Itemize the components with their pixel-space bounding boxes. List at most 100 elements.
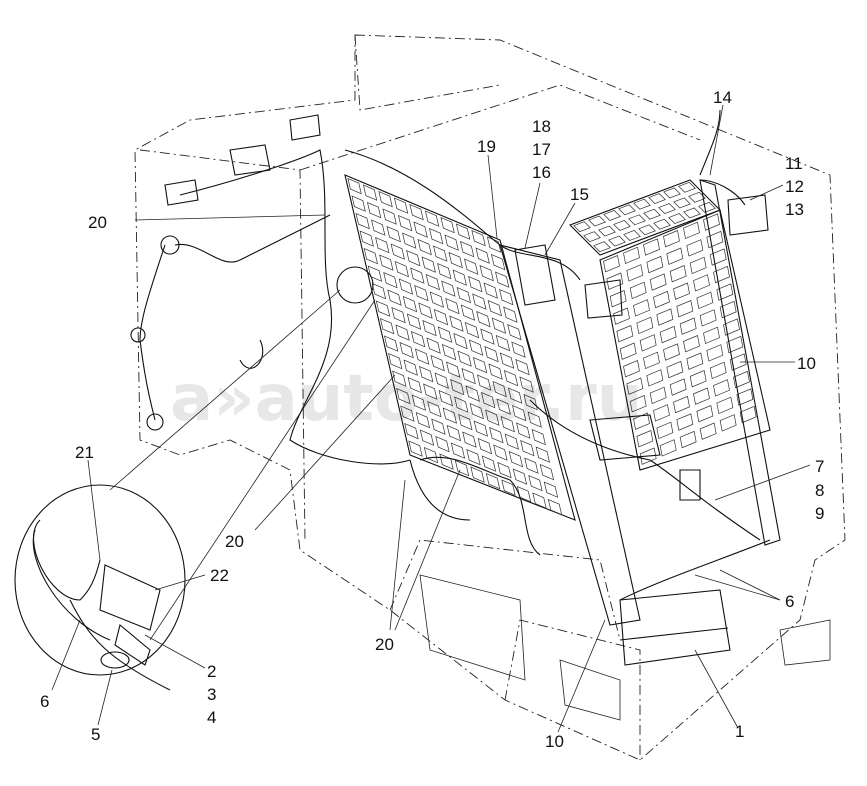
grid-cell — [481, 392, 496, 409]
grid-cell — [488, 363, 503, 380]
grid-cell — [609, 290, 627, 308]
grid-cell — [623, 246, 640, 265]
grid-cell — [383, 272, 398, 289]
grid-cell — [678, 181, 696, 193]
grid-cell — [450, 379, 465, 396]
grid-cell — [438, 390, 453, 407]
grid-cell — [407, 377, 422, 394]
grid-cell — [408, 440, 423, 457]
grid-cell — [633, 412, 650, 430]
grid-cell — [402, 296, 418, 313]
grid-cell — [414, 285, 429, 302]
grid-cell — [437, 263, 452, 280]
grid-cell — [495, 335, 511, 352]
grid-cell — [516, 422, 531, 439]
grid-cell — [384, 335, 399, 352]
grid-cell — [520, 440, 535, 457]
callout-20-top: 20 — [88, 213, 107, 232]
grid-cell — [629, 395, 647, 413]
grid-cell — [613, 220, 631, 231]
grid-cell — [487, 300, 502, 317]
grid-cell — [628, 214, 646, 226]
callout-21: 21 — [75, 443, 94, 462]
grid-cell — [613, 307, 630, 325]
grid-cell — [493, 444, 508, 461]
grid-cell — [422, 320, 437, 337]
grid-cell — [606, 272, 624, 290]
grid-cell — [649, 273, 667, 291]
grid-cell — [402, 232, 417, 249]
grid-cell — [387, 289, 402, 306]
grid-cell — [476, 311, 491, 328]
detail-inset — [14, 289, 376, 691]
grid-cell — [382, 208, 397, 225]
grid-cell — [523, 394, 538, 411]
grid-cell — [643, 238, 660, 256]
callout-15: 15 — [570, 185, 589, 204]
grid-cell — [686, 352, 704, 370]
grid-cell — [398, 215, 413, 232]
grid-cell — [496, 398, 511, 415]
grid-cell — [413, 221, 428, 238]
grid-cell — [501, 479, 516, 496]
grid-cell — [429, 228, 444, 245]
grid-cell — [636, 430, 654, 448]
grid-cell — [713, 379, 730, 397]
grid-cell — [406, 313, 422, 330]
wiring-harness — [139, 109, 771, 601]
grid-cell — [386, 226, 401, 243]
grid-cell — [643, 208, 661, 220]
grid-cell — [638, 224, 656, 236]
grid-cell — [367, 202, 382, 219]
grid-cell — [653, 404, 670, 422]
callout-20-bottom: 20 — [375, 635, 394, 654]
grid-cell — [429, 291, 445, 308]
grid-cell — [663, 343, 680, 361]
grid-cell — [460, 304, 476, 321]
grid-cell — [457, 350, 472, 367]
grid-cell — [465, 385, 480, 402]
grid-cell — [433, 309, 449, 326]
grid-cell — [547, 499, 563, 516]
grid-cell — [379, 254, 394, 271]
grid-cell — [539, 464, 555, 481]
grid-cell — [458, 414, 473, 431]
grid-cell — [497, 462, 512, 479]
fuse-panel — [589, 414, 661, 461]
grid-cell — [688, 191, 706, 203]
grid-cell — [709, 361, 727, 380]
grid-cell — [477, 438, 493, 455]
grid-cell — [519, 376, 534, 393]
grid-cell — [733, 370, 750, 389]
grid-cell — [485, 409, 500, 426]
grid-cell — [663, 187, 681, 199]
grid-cell — [666, 247, 684, 265]
grid-cell — [347, 178, 362, 195]
grid-cell — [411, 394, 426, 411]
callout-9: 9 — [815, 504, 824, 523]
grid-cell — [729, 353, 747, 371]
grid-cell — [378, 191, 393, 208]
grid-cell — [693, 387, 710, 405]
grid-cell — [648, 193, 666, 204]
work-lamp — [584, 279, 623, 319]
grid-cell — [435, 436, 450, 453]
callout-20-mid: 20 — [225, 532, 244, 551]
grid-cell — [629, 281, 647, 300]
grid-cell — [504, 433, 519, 450]
grid-cell — [410, 267, 425, 284]
callout-18: 18 — [532, 117, 551, 136]
grid-cell — [426, 337, 441, 354]
grid-cell — [499, 352, 515, 369]
front-screen-grid — [344, 174, 576, 521]
grid-cell — [406, 250, 421, 267]
switch-module — [514, 244, 556, 306]
callout-labels: 1 2 3 4 5 6 6 7 8 9 10 10 11 12 13 14 15… — [40, 88, 824, 751]
grid-cell — [375, 237, 390, 254]
grid-cell — [473, 420, 488, 437]
grid-cell — [477, 374, 492, 391]
grid-cell — [653, 218, 671, 230]
grid-cell — [481, 455, 497, 472]
grid-cell — [673, 197, 691, 209]
grid-cell — [507, 324, 522, 341]
